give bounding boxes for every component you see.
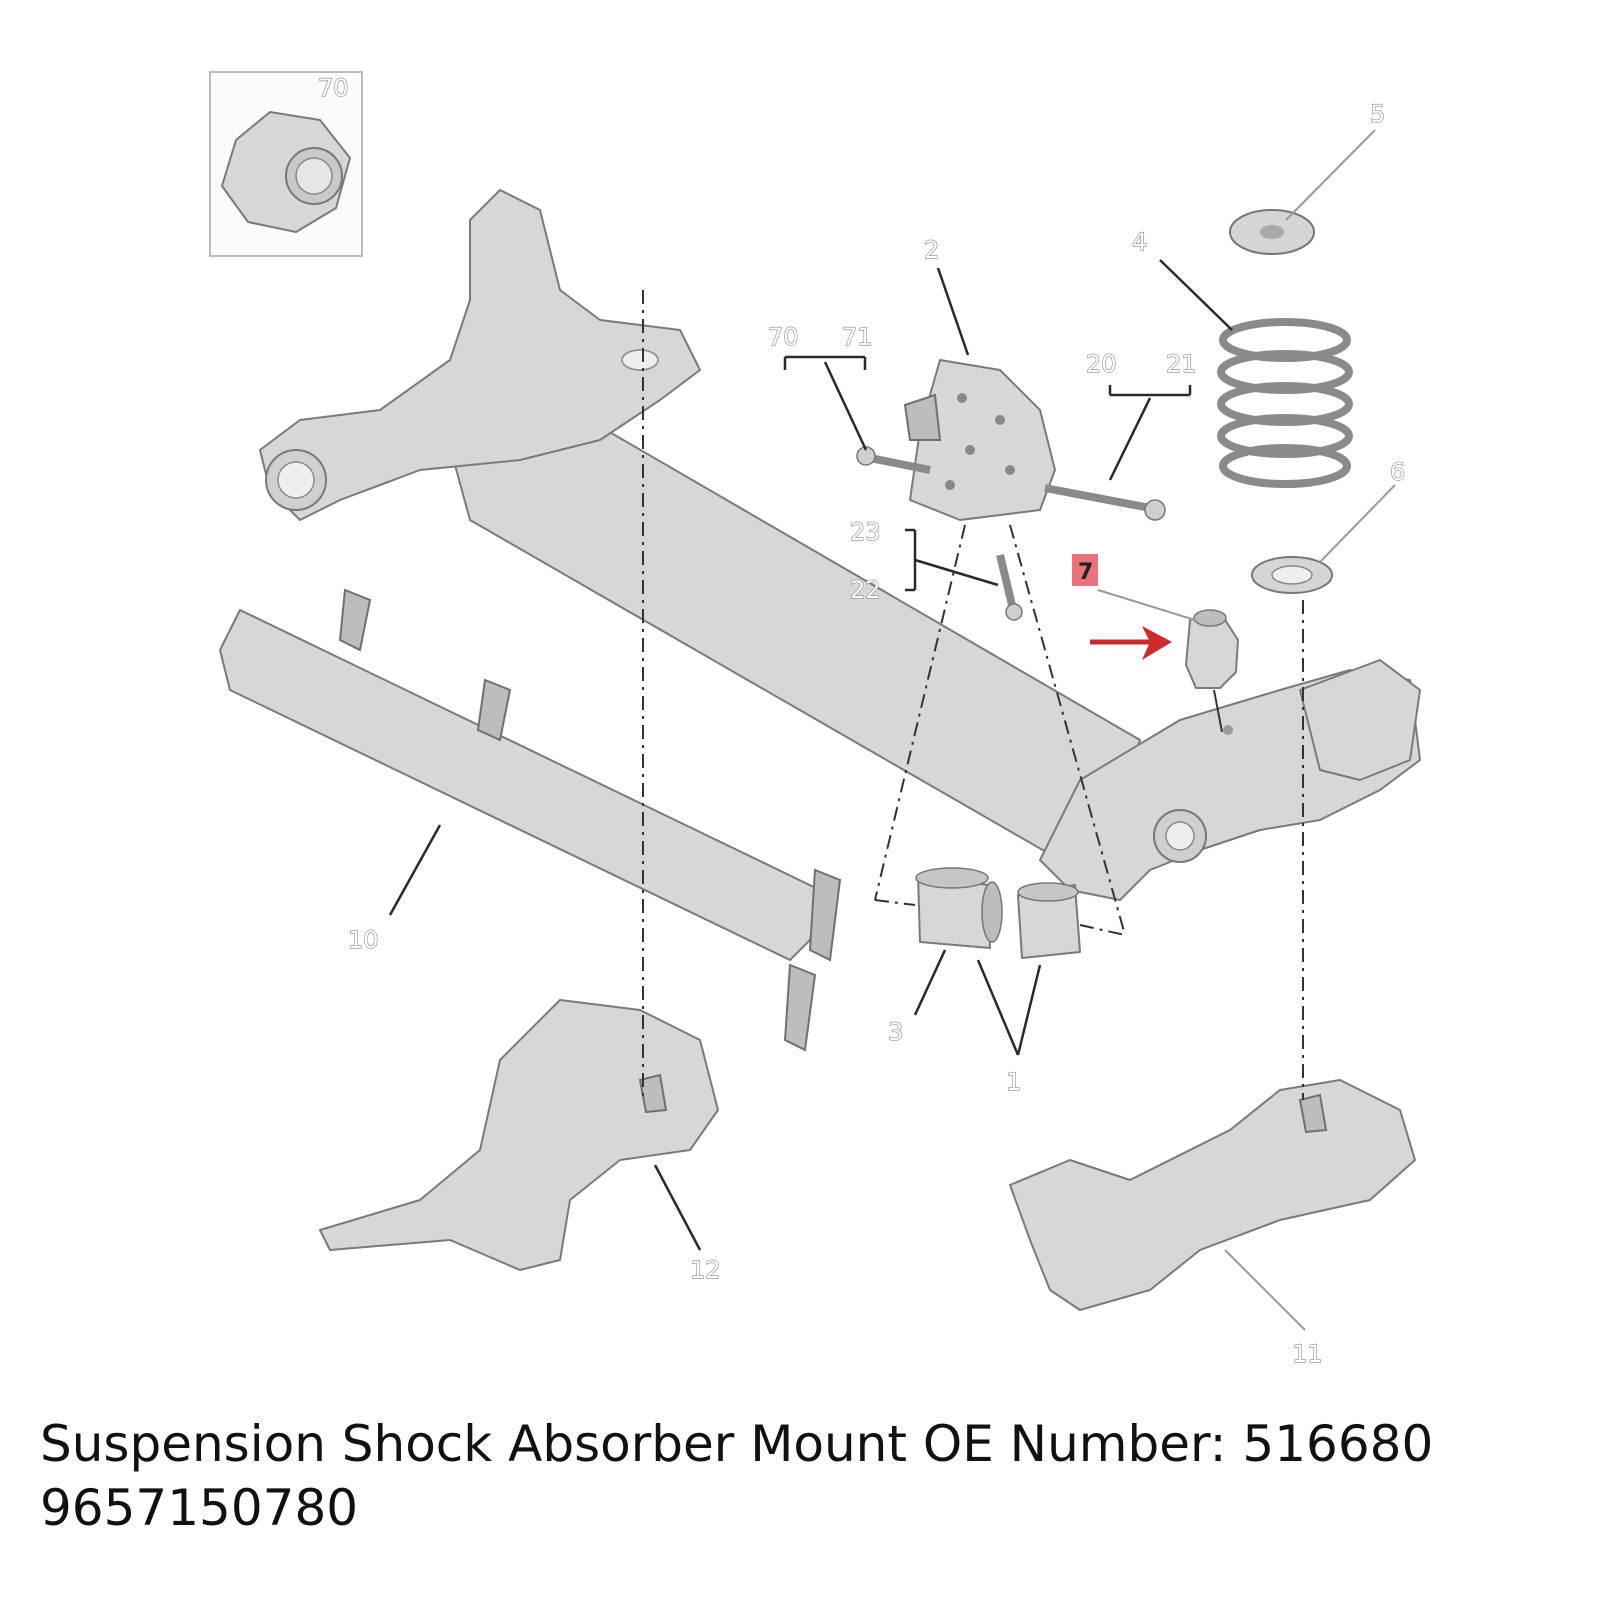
callout-70-inset: 70 bbox=[318, 74, 349, 102]
axle-beam bbox=[259, 189, 1421, 901]
callout-23: 23 bbox=[850, 518, 881, 546]
callout-7-highlight: 7 bbox=[1072, 554, 1098, 586]
product-caption: Suspension Shock Absorber Mount OE Numbe… bbox=[40, 1412, 1580, 1540]
reinforcement-tube bbox=[219, 588, 842, 1052]
mounting-bracket bbox=[856, 359, 1166, 621]
rear-axle-exploded-diagram: 70 bbox=[209, 71, 1421, 1369]
callout-4: 4 bbox=[1132, 228, 1147, 256]
alignment-lines bbox=[642, 290, 1304, 1100]
callout-22: 22 bbox=[850, 576, 881, 604]
red-arrow-pointer bbox=[1090, 626, 1172, 660]
callout-7: 7 bbox=[1078, 560, 1093, 585]
callout-70: 70 bbox=[768, 323, 799, 351]
callout-5: 5 bbox=[1370, 100, 1385, 128]
callout-1: 1 bbox=[1006, 1068, 1021, 1096]
leader-lines bbox=[388, 129, 1396, 1331]
axle-bushings bbox=[915, 867, 1081, 959]
callout-71: 71 bbox=[842, 323, 873, 351]
callout-10: 10 bbox=[348, 926, 379, 954]
callout-20: 20 bbox=[1086, 350, 1117, 378]
callout-11: 11 bbox=[1292, 1340, 1323, 1368]
callout-6: 6 bbox=[1390, 458, 1405, 486]
nut-inset: 70 bbox=[209, 71, 363, 257]
underbody-shield-right bbox=[1009, 1079, 1416, 1311]
callout-3: 3 bbox=[888, 1018, 903, 1046]
callout-labels: 2 70 71 20 21 4 5 6 23 22 10 3 1 12 11 bbox=[347, 99, 1405, 1368]
caption-line-1: Suspension Shock Absorber Mount OE Numbe… bbox=[40, 1415, 1434, 1473]
callout-2: 2 bbox=[924, 236, 939, 264]
underbody-shield-left bbox=[319, 999, 719, 1271]
bump-stop-mount bbox=[1185, 609, 1239, 733]
callout-12: 12 bbox=[690, 1256, 721, 1284]
callout-21: 21 bbox=[1166, 350, 1197, 378]
coil-spring bbox=[1217, 209, 1353, 594]
caption-line-2: 9657150780 bbox=[40, 1479, 359, 1537]
